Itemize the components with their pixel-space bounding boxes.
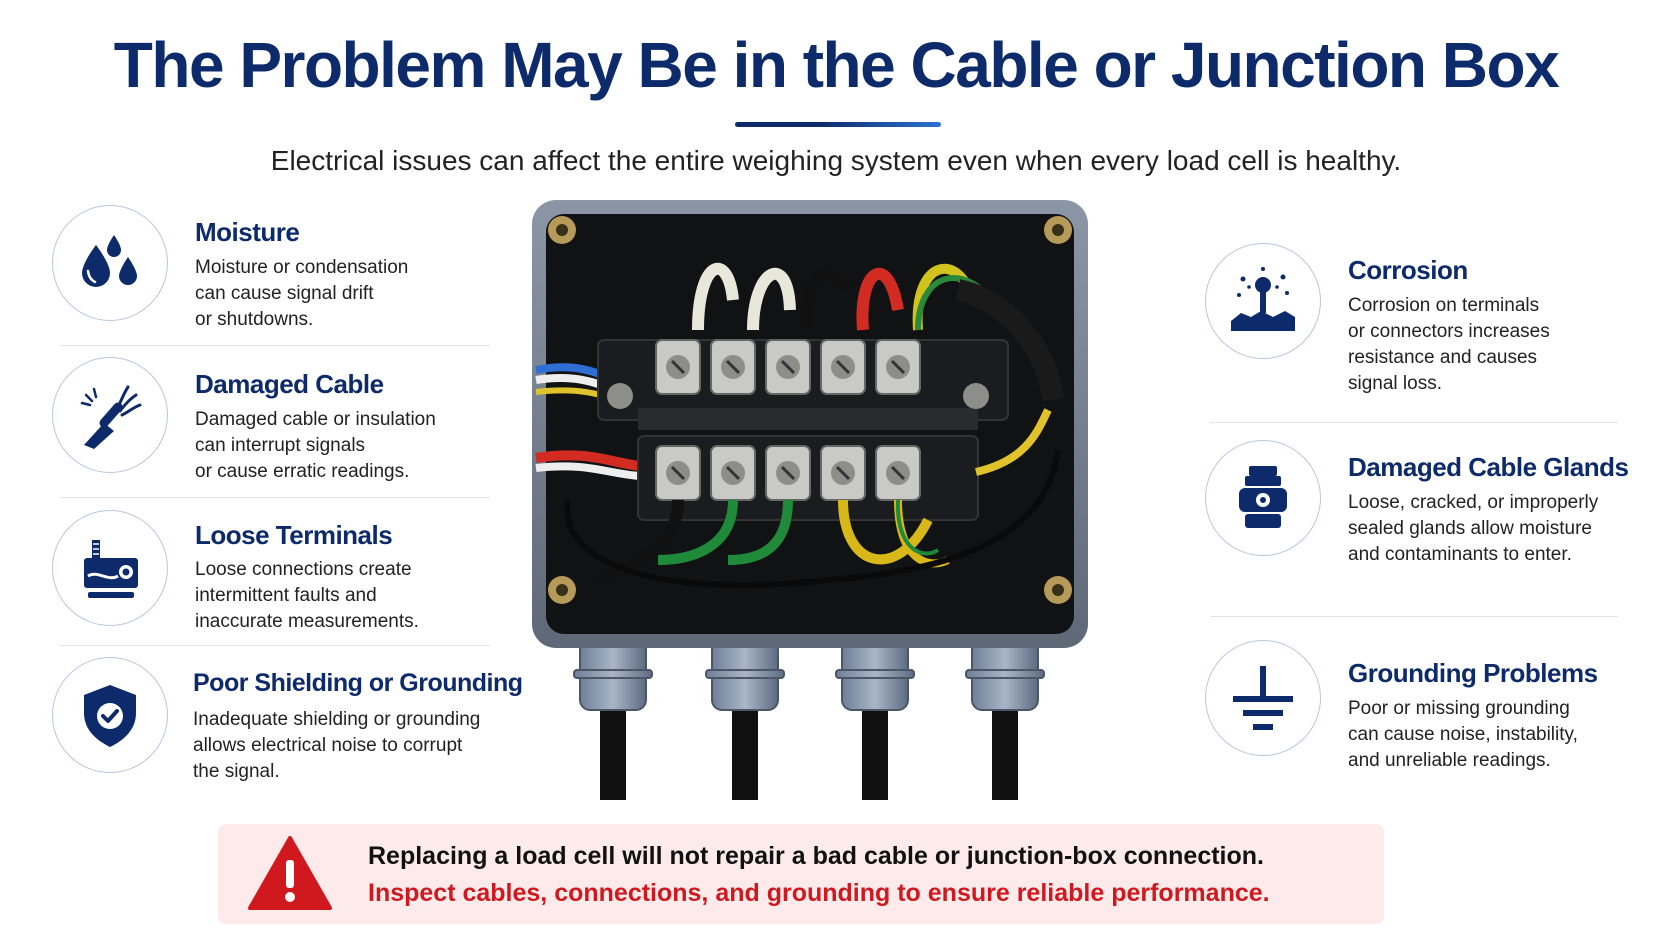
issue-title: Loose Terminals: [195, 520, 393, 550]
ground-icon: [1205, 640, 1321, 756]
issue-title: Poor Shielding or Grounding: [193, 669, 523, 697]
broken-cable-icon: [52, 357, 168, 473]
warning-message: Replacing a load cell will not repair a …: [368, 842, 1264, 870]
cable-gland-icon: [1205, 440, 1321, 556]
warning-action: Inspect cables, connections, and groundi…: [368, 879, 1270, 907]
issue-loose-terminals: Loose Terminals Loose connections create…: [52, 510, 492, 632]
issue-title: Damaged Cable: [195, 369, 384, 399]
issue-corrosion: Corrosion Corrosion on terminals or conn…: [1205, 243, 1645, 394]
issue-description: Damaged cable or insulation can interrup…: [195, 409, 436, 482]
issue-moisture: Moisture Moisture or condensation can ca…: [52, 205, 492, 330]
divider: [60, 497, 490, 498]
issue-description: Loose connections create intermittent fa…: [195, 559, 419, 632]
junction-box-illustration: [528, 200, 1148, 800]
issue-damaged-cable-glands: Damaged Cable Glands Loose, cracked, or …: [1205, 440, 1665, 565]
corrosion-icon: [1205, 243, 1321, 359]
divider: [1210, 422, 1618, 423]
issue-description: Corrosion on terminals or connectors inc…: [1348, 295, 1550, 394]
divider: [60, 345, 490, 346]
divider: [60, 645, 490, 646]
divider: [1210, 616, 1618, 617]
warning-triangle-icon: [248, 836, 332, 910]
title-underline: [735, 122, 941, 127]
issue-grounding-problems: Grounding Problems Poor or missing groun…: [1205, 640, 1645, 771]
issue-title: Damaged Cable Glands: [1348, 452, 1629, 482]
issue-description: Loose, cracked, or improperly sealed gla…: [1348, 492, 1599, 565]
issue-description: Inadequate shielding or grounding allows…: [193, 709, 481, 782]
issue-title: Moisture: [195, 217, 300, 247]
page-title: The Problem May Be in the Cable or Junct…: [113, 29, 1560, 101]
water-drops-icon: [52, 205, 168, 321]
issue-title: Corrosion: [1348, 255, 1468, 285]
issue-description: Moisture or condensation can cause signa…: [195, 257, 409, 330]
issue-poor-shielding: Poor Shielding or Grounding Inadequate s…: [52, 657, 523, 782]
issue-description: Poor or missing grounding can cause nois…: [1348, 698, 1578, 771]
issue-title: Grounding Problems: [1348, 658, 1598, 688]
issue-damaged-cable: Damaged Cable Damaged cable or insulatio…: [52, 357, 492, 482]
shield-check-icon: [52, 657, 168, 773]
loose-terminal-icon: [52, 510, 168, 626]
page-subtitle: Electrical issues can affect the entire …: [270, 145, 1402, 176]
warning-banner: Replacing a load cell will not repair a …: [218, 824, 1384, 924]
